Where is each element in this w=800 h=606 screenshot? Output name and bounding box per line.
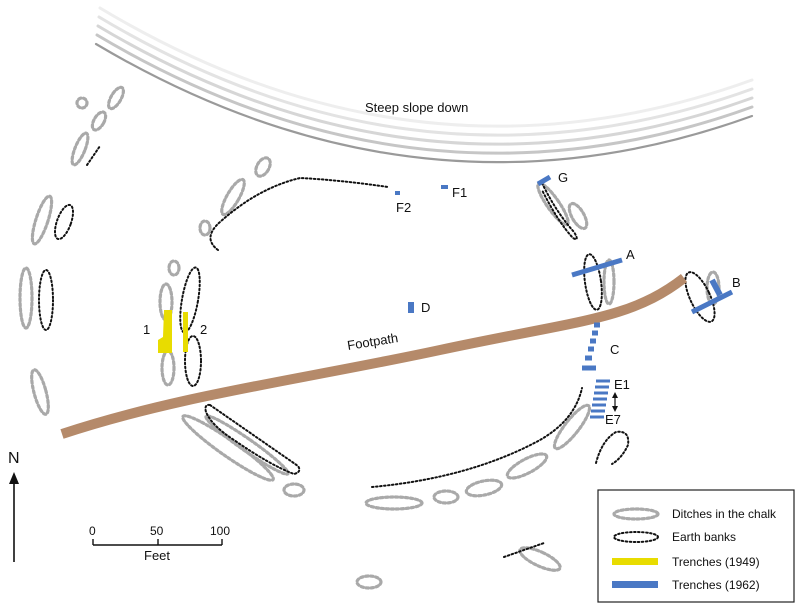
legend-trench-1962-swatch [612,581,658,588]
trench-label-e1: E1 [614,377,630,392]
north-label: N [8,450,20,467]
trench-label-2: 2 [200,322,207,337]
trench-label-1: 1 [143,322,150,337]
trench-a [571,257,623,278]
footpath-label: Footpath [346,330,399,353]
scale-unit: Feet [144,548,170,563]
trench-label-f1: F1 [452,185,467,200]
trenches-1949 [158,310,188,353]
steep-slope-contours [94,6,754,164]
legend-trenches-1949-label: Trenches (1949) [672,555,760,569]
legend-ditches-label: Ditches in the chalk [672,507,777,521]
legend-bank-swatch [613,531,659,543]
scale-bar [92,539,223,546]
scale-tick-0: 0 [89,524,96,538]
footpath [60,274,688,439]
e-series-arrow [612,392,618,412]
scale-tick-50: 50 [150,524,164,538]
trench-b [690,289,734,315]
slope-label: Steep slope down [365,100,468,115]
legend-ditch-swatch [612,507,660,521]
legend-banks-label: Earth banks [672,530,736,544]
trench-b-short [709,278,723,297]
trench-label-e7: E7 [605,412,621,427]
trench-g [536,174,552,187]
trench-label-b: B [732,275,741,290]
trenches-1962 [395,174,734,419]
trench-label-a: A [626,247,635,262]
legend-trenches-1962-label: Trenches (1962) [672,578,760,592]
trench-c [582,322,600,371]
trench-e-series [590,379,610,419]
trench-label-g: G [558,170,568,185]
earth-banks [38,145,716,558]
legend-trench-1949-swatch [612,558,658,565]
trench-2 [183,312,188,352]
trench-label-d: D [421,300,430,315]
legend: Ditches in the chalk Earth banks Trenche… [597,489,795,603]
trench-label-c: C [610,342,619,357]
scale-tick-100: 100 [210,524,230,538]
trench-1 [158,310,172,353]
trench-label-f2: F2 [396,200,411,215]
north-arrow [9,472,19,562]
